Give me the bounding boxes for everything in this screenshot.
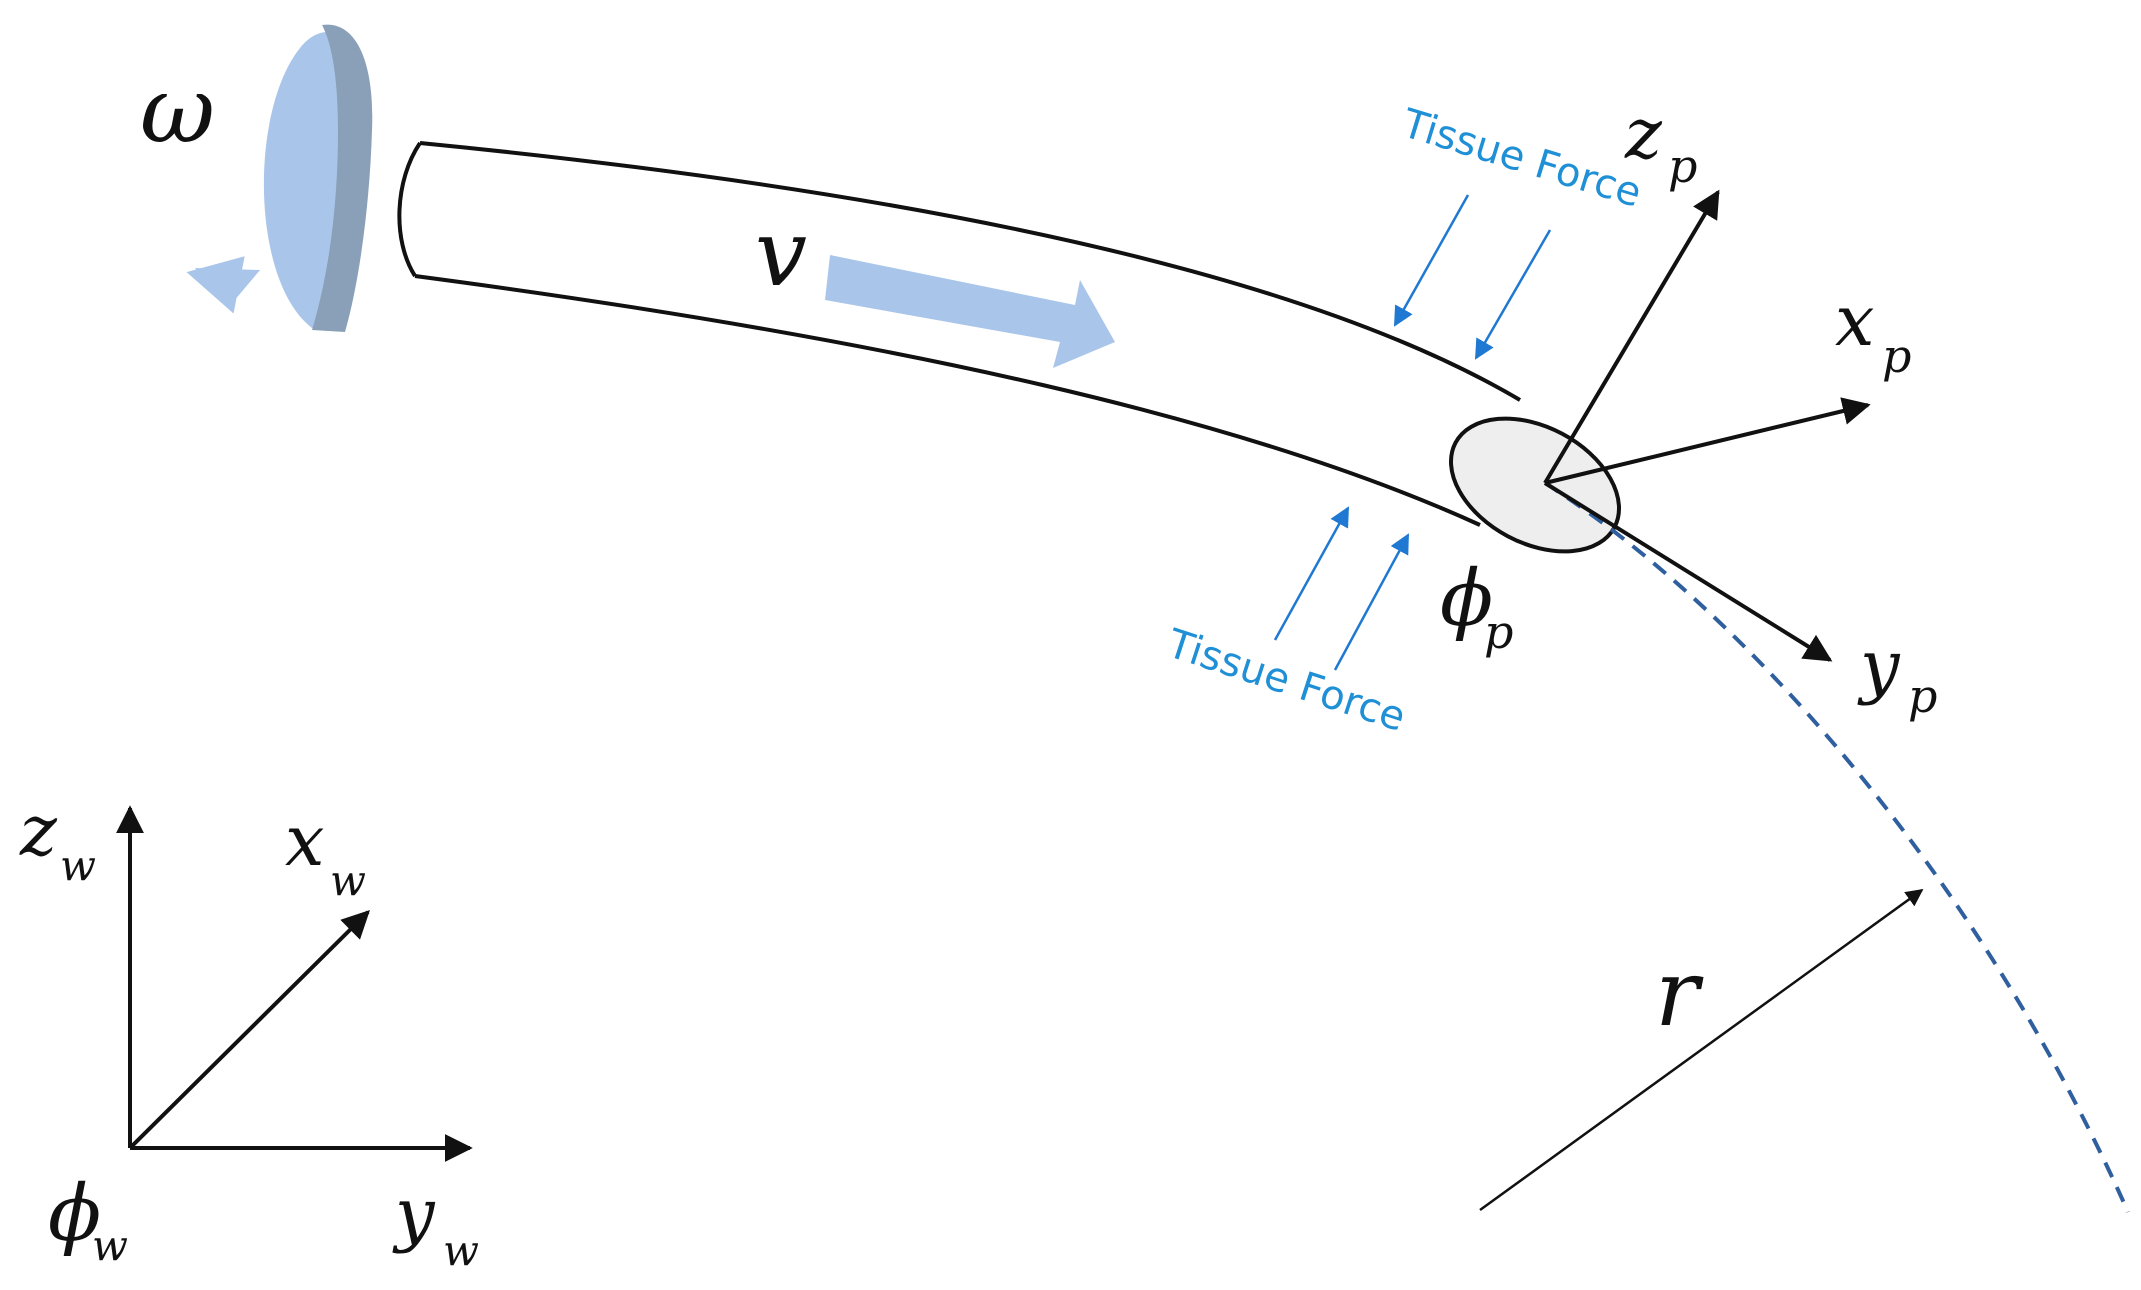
tissue-force-arrow-bottom-1: [1273, 506, 1350, 641]
yw-subscript: w: [443, 1226, 479, 1275]
world-x-axis: [128, 910, 370, 1150]
yw-label: y: [392, 1173, 436, 1255]
trajectory-path: [1543, 481, 2130, 1213]
xp-label: x: [1835, 280, 1874, 362]
velocity-arrow-icon: [825, 255, 1115, 368]
phip-label: ϕ: [1440, 554, 1493, 644]
tissue-force-label-bottom: Tissue Force: [1161, 620, 1411, 740]
tissue-force-arrow-top-1: [1393, 194, 1470, 327]
tissue-force-arrow-top-2: [1474, 229, 1552, 360]
tip-x-axis: [1544, 397, 1871, 485]
velocity-label: v: [755, 200, 807, 307]
omega-label: ω: [140, 57, 215, 164]
zp-label: z: [1624, 93, 1663, 175]
needle-body: [397, 141, 1522, 527]
phiw-subscript: w: [92, 1221, 128, 1270]
xw-label: x: [285, 800, 324, 882]
tissue-force-arrow-bottom-2: [1333, 533, 1410, 671]
radius-arrow: [1479, 888, 1924, 1212]
needle-tip-disc: [1448, 416, 1622, 554]
yp-subscript: p: [1908, 669, 1937, 723]
xw-subscript: w: [330, 856, 366, 905]
radius-label: r: [1655, 940, 1704, 1047]
tip-z-axis: [1543, 189, 1720, 485]
yp-label: y: [1857, 625, 1901, 707]
zw-subscript: w: [60, 841, 96, 890]
phip-subscript: p: [1484, 605, 1513, 659]
xp-subscript: p: [1882, 329, 1911, 383]
rotation-arrow-icon: [186, 24, 373, 333]
zw-label: z: [19, 790, 58, 872]
tissue-force-label-top: Tissue Force: [1396, 100, 1647, 216]
tip-y-axis: [1543, 481, 1833, 662]
zp-subscript: p: [1668, 139, 1697, 193]
phiw-label: ϕ: [48, 1169, 101, 1259]
